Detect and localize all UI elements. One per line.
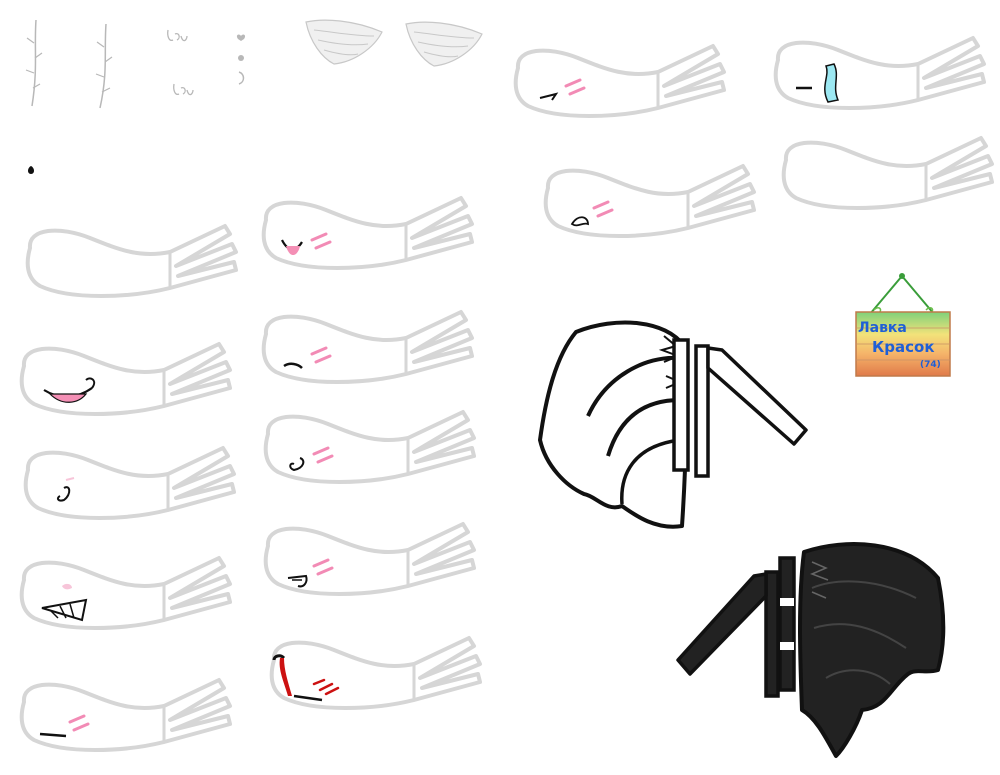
mouth-variant-plain-right <box>776 130 996 220</box>
drop-icon <box>28 162 34 174</box>
mouth-cat-blush-icon <box>513 44 726 118</box>
small-drop-mark <box>24 160 38 176</box>
heart-icon <box>236 34 246 85</box>
mouth-flat-blush-icon <box>19 678 233 752</box>
mouth-variant-frown-blush <box>538 158 758 248</box>
mouth-variant-open-tongue <box>14 336 234 426</box>
mouth-variant-plain-left <box>20 218 240 308</box>
mouth-variant-tear <box>768 30 988 120</box>
mouth-variant-cat-blush <box>508 38 728 128</box>
shop-sign-icon <box>855 273 951 377</box>
wing-right <box>404 20 484 68</box>
mouth-variant-curl-blush <box>258 404 478 494</box>
mouth-variant-smirk-blush <box>256 304 476 394</box>
shop-sign-line3: (74) <box>920 360 941 370</box>
mouth-frown-blush-icon <box>543 164 756 238</box>
shop-sign-line2: Красок <box>872 338 935 356</box>
hood-outline <box>536 316 811 538</box>
hood-outline-icon <box>538 320 808 529</box>
wing-icon <box>305 19 383 65</box>
mouth-open-tongue-icon <box>19 342 233 416</box>
mouth-variant-pout-blush <box>258 516 478 606</box>
mouth-tear-icon <box>773 36 986 110</box>
mouth-variant-tongue-smile <box>256 190 476 280</box>
mouth-teeth-grin-icon <box>19 556 233 630</box>
mouth-smirk-blush-icon <box>261 310 474 384</box>
tiny-shapes-sketch <box>233 30 249 88</box>
signature-icon <box>167 29 188 42</box>
branch-sketch-left <box>22 18 48 113</box>
mouth-variant-small-curl <box>18 440 238 530</box>
mouth-variant-teeth-grin <box>14 550 234 640</box>
wing-left <box>304 18 384 66</box>
branch-icon <box>25 19 43 107</box>
signature-sketch-bottom <box>171 80 196 102</box>
mouth-pout-blush-icon <box>263 522 476 596</box>
mouth-curl-blush-icon <box>263 410 476 484</box>
signature-sketch-top <box>165 26 190 48</box>
mouth-plain-icon <box>25 224 239 298</box>
mouth-small-curl-icon <box>23 446 237 520</box>
shop-sign: Лавка Красок (74) <box>852 270 952 380</box>
mouth-tongue-smile-icon <box>261 196 474 270</box>
hood-dark-icon <box>676 542 946 758</box>
signature-icon <box>173 83 194 96</box>
mouth-variant-bleeding <box>264 630 484 720</box>
mouth-variant-flat-blush <box>14 672 234 762</box>
mouth-bleeding-icon <box>269 636 482 710</box>
branch-sketch-right <box>92 22 118 114</box>
wing-icon <box>405 21 483 67</box>
shop-sign-line1: Лавка <box>858 320 907 336</box>
branch-icon <box>95 23 113 109</box>
hood-dark <box>676 538 951 760</box>
mouth-plain-icon <box>781 136 994 210</box>
